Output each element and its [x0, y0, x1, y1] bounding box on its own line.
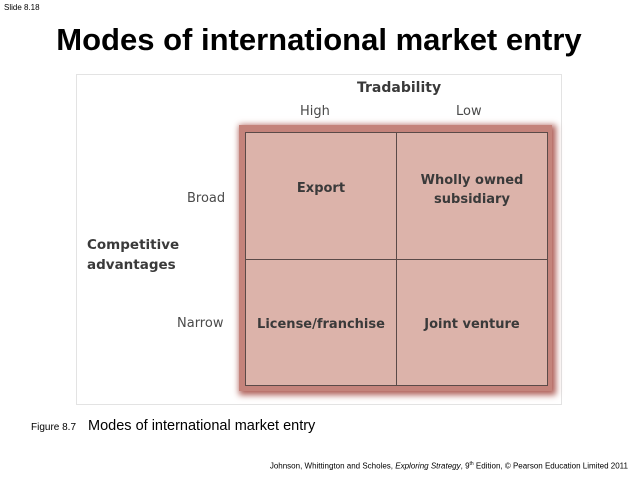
cell-export: Export [246, 133, 396, 259]
footer-citation: Johnson, Whittington and Scholes, Explor… [270, 461, 628, 471]
slide-number: Slide 8.18 [4, 3, 40, 12]
footer-edition-sup: th [469, 461, 474, 467]
cell-joint-venture: Joint venture [397, 259, 547, 385]
row-header-narrow: Narrow [177, 316, 224, 331]
footer-authors: Johnson, Whittington and Scholes, [269, 461, 396, 471]
figure-caption: Figure 8.7 Modes of international market … [31, 417, 315, 435]
row-axis-title: Competitive advantages [87, 237, 180, 273]
footer-edition-num: , 9 [460, 461, 470, 471]
slide-title: Modes of international market entry [56, 22, 582, 57]
figure-caption-text: Modes of international market entry [88, 418, 316, 434]
cell-license-franchise: License/franchise [246, 259, 396, 385]
column-header-high: High [300, 104, 330, 119]
figure-frame: Tradability High Low Broad Narrow Compet… [77, 75, 561, 404]
column-axis-title: Tradability [357, 80, 442, 96]
column-header-low: Low [456, 104, 482, 119]
cell-wholly-owned-subsidiary: Wholly owned subsidiary [397, 133, 547, 259]
footer-edition-rest: Edition, © Pearson Education Limited 201… [473, 461, 628, 471]
matrix-grid: Export Wholly owned subsidiary License/f… [245, 132, 548, 386]
row-header-broad: Broad [187, 191, 226, 206]
footer-book-title: Exploring Strategy [395, 461, 461, 471]
figure-number: Figure 8.7 [31, 422, 77, 433]
